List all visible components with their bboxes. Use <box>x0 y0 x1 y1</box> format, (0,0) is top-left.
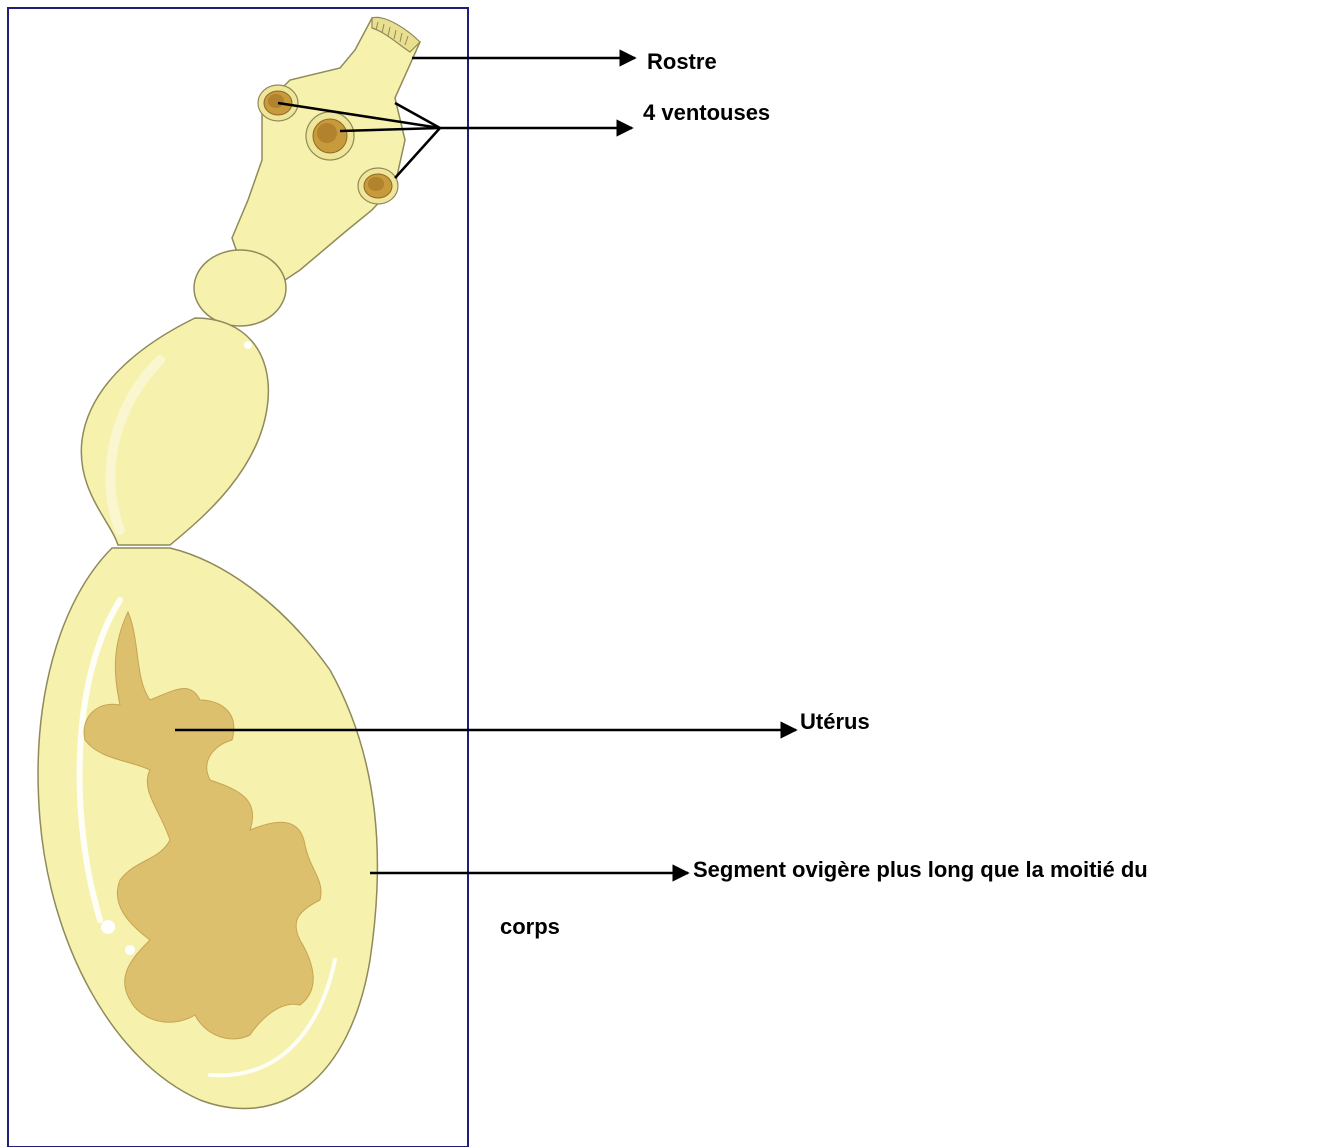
sucker-3 <box>358 168 398 204</box>
neck-segment <box>194 250 286 326</box>
label-ventouses: 4 ventouses <box>643 102 770 124</box>
sucker-2 <box>306 112 354 160</box>
label-uterus: Utérus <box>800 711 870 733</box>
scolex <box>232 17 420 282</box>
label-segment-line1: Segment ovigère plus long que la moitié … <box>693 859 1148 881</box>
label-segment-line2: corps <box>500 916 560 938</box>
label-rostre: Rostre <box>647 51 717 73</box>
